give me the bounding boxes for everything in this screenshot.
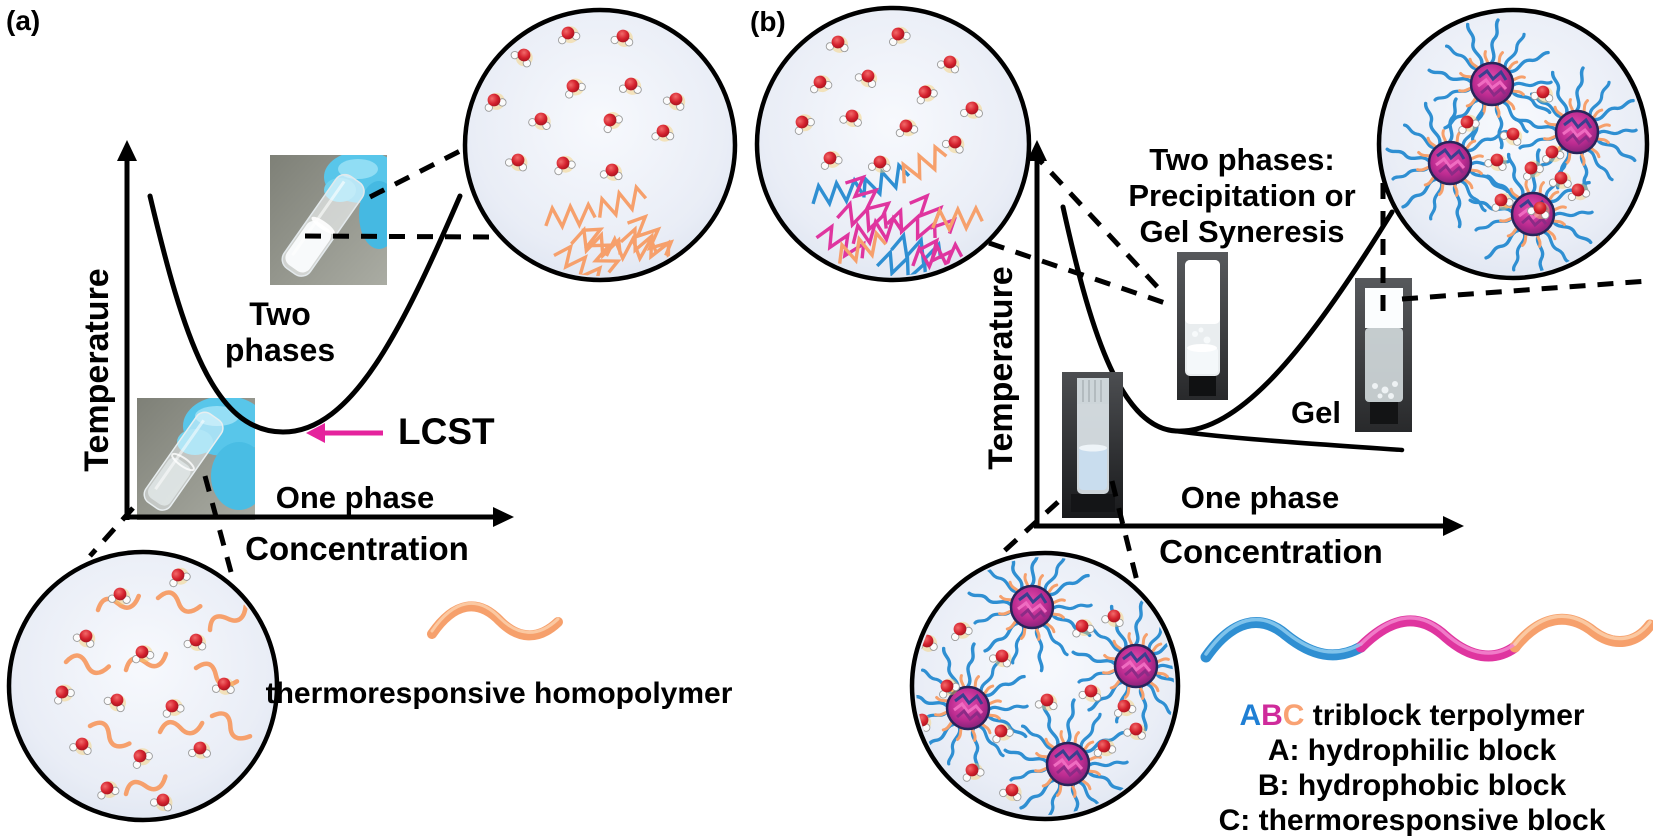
gel-label: Gel — [1291, 395, 1341, 430]
micelle-core-strand — [953, 701, 984, 715]
micelle-icon — [1426, 18, 1554, 150]
two-phases-label-line2: phases — [225, 332, 335, 368]
two-phases-label-line1: Two — [249, 296, 311, 332]
lcst-curve — [147, 193, 463, 435]
panel-b-label: (b) — [750, 6, 786, 37]
lcst-arrowhead — [306, 423, 325, 443]
micelle-icon — [916, 642, 1030, 774]
micelle-core-strand — [1122, 650, 1152, 664]
legend-hydrophobic-line: B: hydrophobic block — [1258, 769, 1567, 802]
micelle-core-strand — [1018, 591, 1048, 605]
inset-circle-precipitated-terpolymer — [754, 5, 1032, 283]
micelle-core — [1009, 584, 1055, 630]
photo-cloudy-vial — [270, 155, 387, 285]
two-phases-label-line2: Precipitation or — [1128, 178, 1355, 213]
inset-circle-collapsed-polymer — [462, 7, 738, 283]
micelle-core — [1427, 140, 1473, 186]
axes — [124, 156, 498, 520]
legend-thermoresponsive-line: C: thermoresponsive block — [1219, 804, 1606, 837]
micelle-solution-content — [916, 557, 1174, 815]
y-axis-arrowhead — [117, 140, 137, 161]
micelle-core-strand — [1056, 764, 1083, 778]
inset-circle-micelle-gel — [1376, 7, 1650, 281]
y-axis-label: Temperature — [982, 266, 1020, 469]
micelle-icon — [966, 557, 1094, 673]
micelle-icon — [1002, 698, 1130, 815]
sol-gel-boundary-line — [1173, 428, 1405, 453]
triblock-chain-icon — [1200, 613, 1653, 663]
micelle-core-strand — [1017, 600, 1048, 614]
micelle-core-strand — [1478, 68, 1508, 82]
micelle-core-strand — [1020, 607, 1047, 621]
micelle-core — [1045, 741, 1091, 787]
panel-b: (b) — [750, 5, 1653, 837]
legend-title-c: C — [1283, 699, 1305, 732]
photo-syneresis-vial — [1177, 252, 1228, 400]
micelle-core-strand — [1054, 748, 1084, 762]
micelle-core-strand — [1436, 147, 1466, 161]
two-phases-label-line1: Two phases: — [1149, 142, 1334, 177]
x-axis-arrowhead — [493, 507, 514, 527]
micelle-core-strand — [1480, 84, 1507, 98]
vial-clear — [143, 411, 224, 511]
photo-clear-vial — [137, 398, 255, 520]
magnification-dashed-lines — [988, 150, 1649, 582]
one-phase-label: One phase — [1181, 480, 1340, 515]
inset-circle-border — [6, 549, 280, 823]
micelle-core-strand — [1565, 132, 1592, 146]
legend-hydrophilic-line: A: hydrophilic block — [1268, 734, 1557, 767]
micelle-core-strand — [954, 692, 984, 706]
micelle-core-strand — [1053, 757, 1084, 771]
micelle-core-strand — [1563, 116, 1593, 130]
one-phase-label: One phase — [276, 480, 435, 515]
y-axis-label: Temperature — [78, 268, 116, 471]
homopolymer-chain-highlight — [430, 601, 560, 634]
inset-circle-border — [462, 7, 738, 283]
vial-gel — [1365, 288, 1403, 424]
micelle-icon — [1511, 66, 1639, 198]
micelle-gel-content — [1384, 18, 1639, 274]
legend-title-rest: triblock terpolymer — [1304, 699, 1584, 732]
micelle-core-strand — [1521, 214, 1548, 228]
micelle-core-strand — [1435, 156, 1466, 170]
micelle-core — [1113, 643, 1159, 689]
legend-title: ABC triblock terpolymer — [1239, 699, 1584, 732]
micelle-core-strand — [1121, 659, 1152, 673]
inset-circle-micelle-solution — [909, 550, 1181, 822]
axes — [1034, 156, 1448, 529]
x-axis-label: Concentration — [1159, 533, 1383, 570]
x-axis-label: Concentration — [245, 530, 469, 567]
micelle-core — [1469, 61, 1515, 107]
homopolymer-chain-icon — [427, 601, 563, 641]
micelle-core-strand — [1562, 125, 1593, 139]
vial-solution — [1071, 378, 1115, 512]
micelle-core-strand — [956, 708, 983, 722]
y-axis-arrowhead — [1027, 140, 1047, 161]
panel-a-label: (a) — [6, 5, 40, 36]
micelle-core-strand — [1477, 77, 1508, 91]
terpolymer-legend: ABC triblock terpolymer A: hydrophilic b… — [1200, 613, 1653, 837]
micelle-icon — [1070, 600, 1174, 732]
vial-syneresis — [1185, 260, 1220, 396]
homopolymer-key: thermoresponsive homopolymer — [266, 601, 733, 710]
lcst-annotation: LCST — [306, 411, 495, 452]
lcst-label: LCST — [398, 411, 495, 452]
homopolymer-caption: thermoresponsive homopolymer — [266, 677, 733, 710]
inset-circle-dissolved-polymer — [6, 549, 280, 823]
panel-a: (a) — [6, 5, 738, 823]
micelle-core-strand — [1124, 666, 1151, 680]
legend-title-b: B — [1261, 699, 1283, 732]
legend-title-a: A — [1239, 699, 1261, 732]
two-phases-label-line3: Gel Syneresis — [1139, 214, 1344, 249]
micelle-core-strand — [1438, 163, 1465, 177]
micelle-icon — [1384, 97, 1512, 229]
inset-circle-border — [754, 5, 1032, 283]
x-axis-arrowhead — [1443, 516, 1464, 536]
micelle-core — [1554, 109, 1600, 155]
